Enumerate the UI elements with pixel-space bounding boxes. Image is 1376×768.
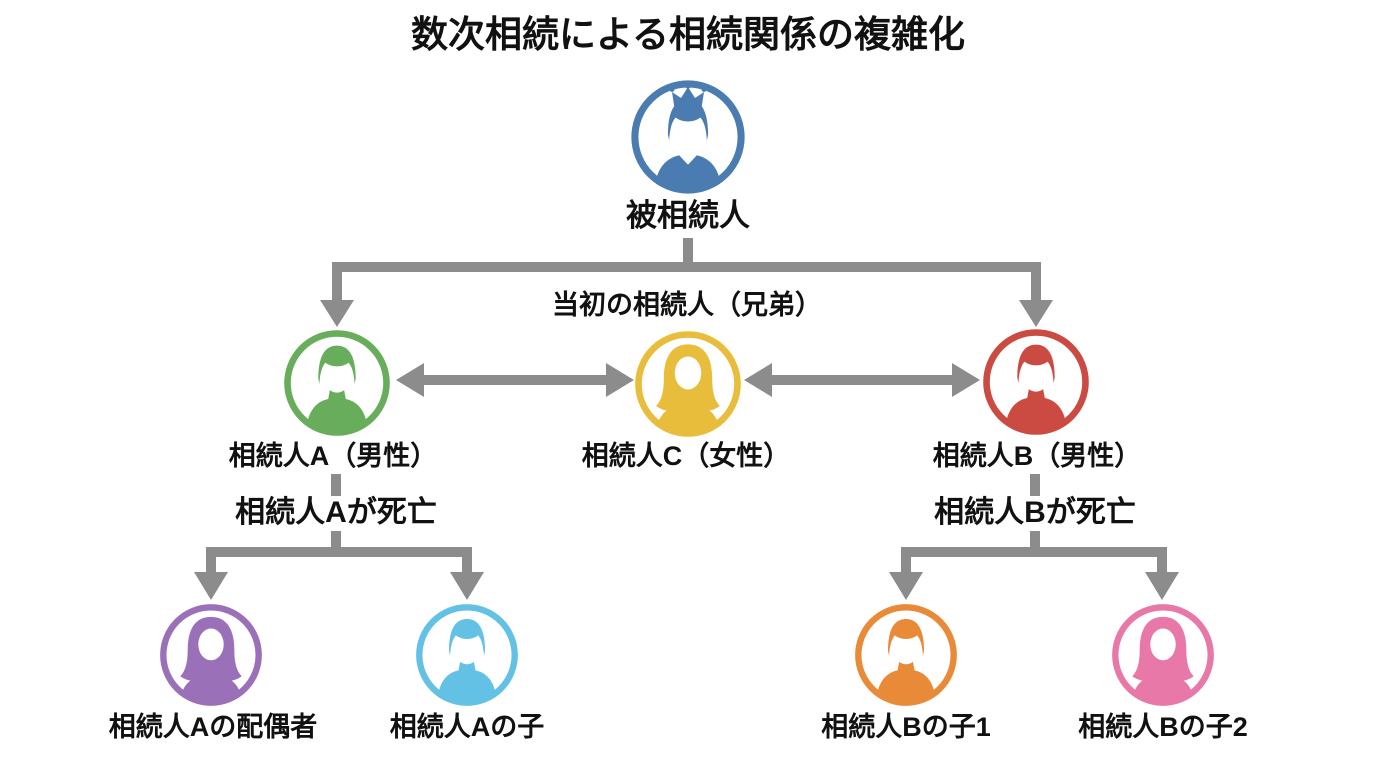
node-label-child-b2: 相続人Bの子2 [1078, 712, 1248, 742]
node-heir-c [633, 329, 743, 439]
annotation-heir-a-died: 相続人Aが死亡 [223, 496, 449, 531]
arrowhead-to-heir-b [1019, 300, 1053, 327]
node-child-a [414, 602, 520, 708]
male-person-icon [981, 327, 1091, 437]
arrowhead-to-a [396, 363, 424, 397]
node-label-heir-b: 相続人B（男性） [932, 441, 1142, 471]
arrowhead-to-c-left [606, 363, 634, 397]
connector-sibling-a-c [396, 363, 634, 397]
node-label-heir-a: 相続人A（男性） [228, 441, 438, 471]
female-person-icon [1110, 602, 1216, 708]
arrowhead-to-b [952, 363, 980, 397]
connector-heir-a-descendants [194, 474, 484, 600]
node-spouse-a [158, 602, 264, 708]
male-person-icon [282, 328, 392, 438]
female-person-icon [158, 602, 264, 708]
annotation-initial-heirs: 当初の相続人（兄弟） [552, 290, 822, 320]
crown-icon [669, 83, 707, 109]
diagram-title: 数次相続による相続関係の複雑化 [411, 14, 965, 55]
arrowhead-to-c-right [744, 363, 772, 397]
annotation-heir-b-died: 相続人Bが死亡 [922, 496, 1148, 531]
node-child-b2 [1110, 602, 1216, 708]
node-label-decedent: 被相続人 [626, 198, 750, 233]
arrowhead-to-child-a [450, 572, 484, 600]
node-heir-a [282, 328, 392, 438]
connector-sibling-c-b [744, 363, 980, 397]
node-child-b1 [853, 602, 959, 708]
node-label-child-a: 相続人Aの子 [389, 712, 545, 742]
node-label-spouse-a: 相続人Aの配偶者 [108, 712, 318, 742]
female-person-icon [633, 329, 743, 439]
arrowhead-to-spouse-a [194, 572, 228, 600]
arrowhead-to-heir-a [320, 300, 354, 327]
arrowhead-to-child-b1 [889, 572, 923, 600]
connector-decedent-to-heirs [320, 238, 1053, 327]
male-person-icon [853, 602, 959, 708]
node-label-heir-c: 相続人C（女性） [581, 441, 791, 471]
node-heir-b [981, 327, 1091, 437]
connector-heir-b-descendants [889, 474, 1179, 600]
arrowhead-to-child-b2 [1145, 572, 1179, 600]
male-person-icon [414, 602, 520, 708]
node-label-child-b1: 相続人Bの子1 [821, 712, 991, 742]
